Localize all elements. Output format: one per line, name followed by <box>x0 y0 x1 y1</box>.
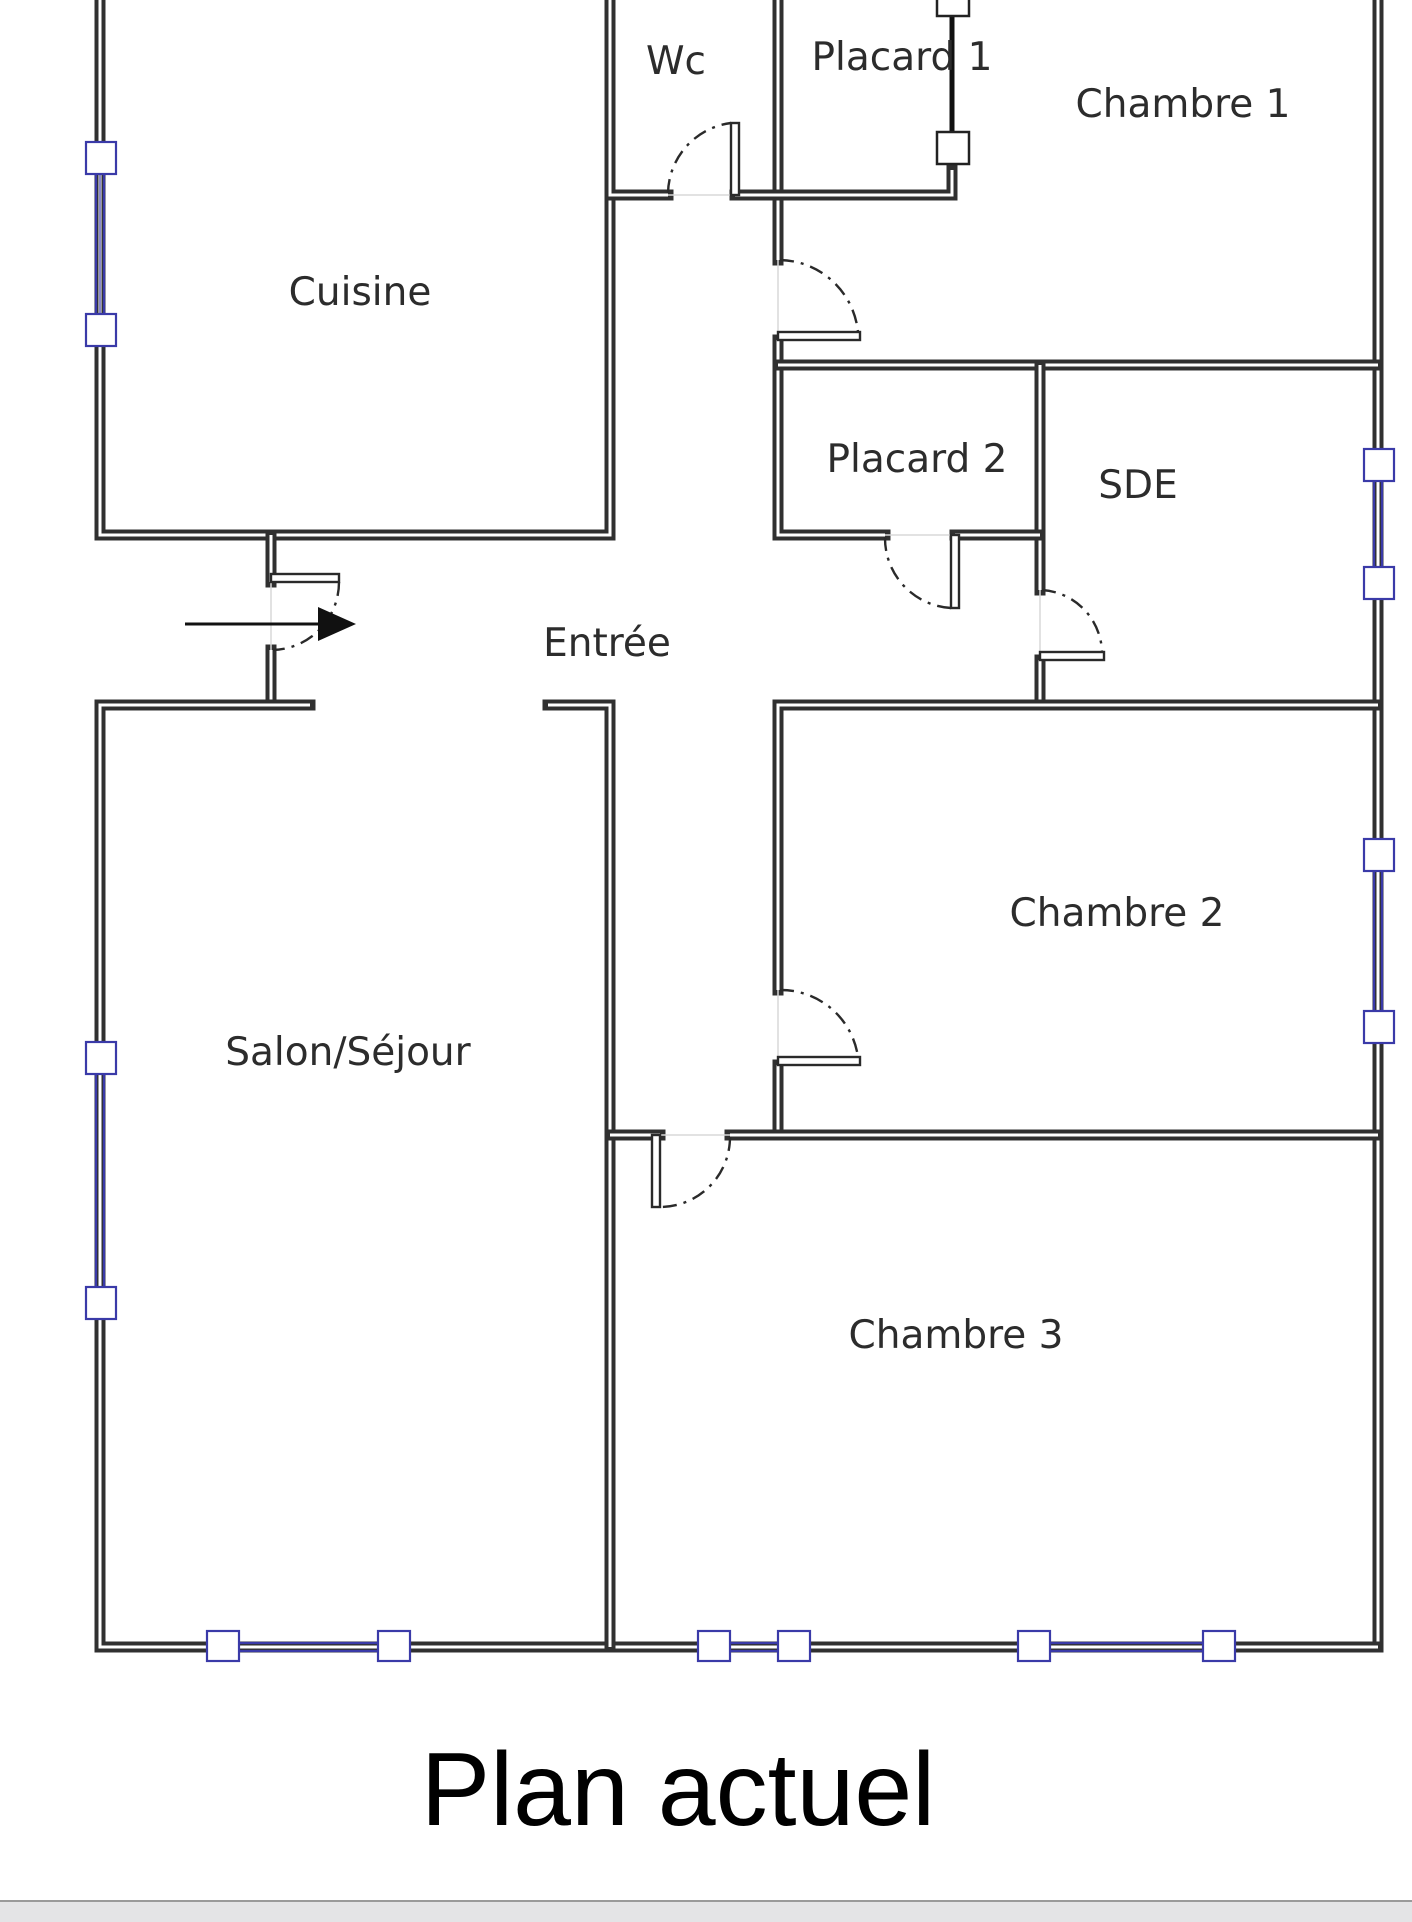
door-wc <box>666 121 741 197</box>
door-chambre1 <box>776 258 862 342</box>
room-labels: Wc Placard 1 Chambre 1 Cuisine Placard 2… <box>225 35 1290 1358</box>
label-chambre2: Chambre 2 <box>1010 891 1225 936</box>
walls <box>94 0 1384 1653</box>
label-wc: Wc <box>646 39 706 84</box>
door-chambre2 <box>776 988 862 1067</box>
label-salon: Salon/Séjour <box>225 1030 471 1075</box>
label-chambre3: Chambre 3 <box>849 1313 1064 1358</box>
label-entree: Entrée <box>543 621 671 666</box>
window-salon-bottom <box>205 1629 412 1663</box>
door-chambre3 <box>650 1133 732 1209</box>
label-chambre1: Chambre 1 <box>1076 82 1291 127</box>
label-placard1: Placard 1 <box>812 35 993 80</box>
window-cuisine-left <box>84 140 118 348</box>
door-placard2 <box>883 533 961 610</box>
window-chambre3-bottom-small <box>696 1629 812 1663</box>
window-chambre2-right <box>1362 837 1396 1045</box>
label-cuisine: Cuisine <box>289 270 432 315</box>
doors <box>269 121 1106 1209</box>
placard1-sliding-door <box>935 0 971 166</box>
window-salon-left <box>84 1040 118 1321</box>
label-sde: SDE <box>1098 463 1177 508</box>
windows <box>84 140 1396 1663</box>
entrance-arrow-icon <box>185 607 356 641</box>
window-chambre3-bottom-large <box>1016 1629 1237 1663</box>
door-sde <box>1038 588 1106 662</box>
label-placard2: Placard 2 <box>827 437 1008 482</box>
window-sde-right <box>1362 447 1396 601</box>
plan-title: Plan actuel <box>421 1732 936 1848</box>
bottom-bar <box>0 1900 1412 1922</box>
